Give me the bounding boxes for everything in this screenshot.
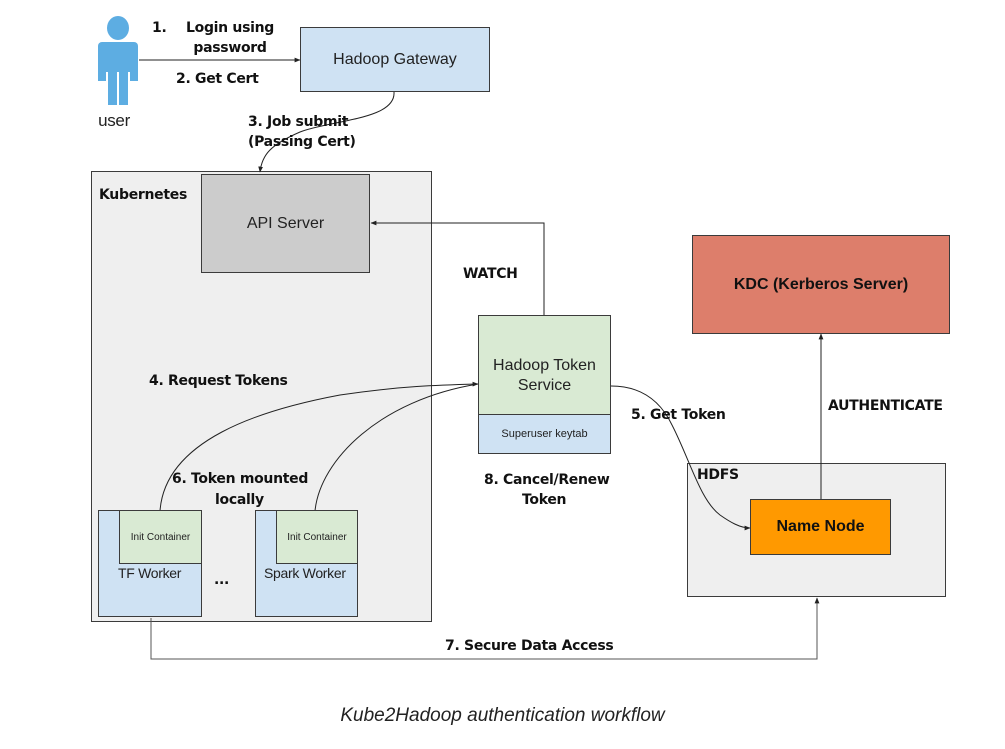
person-icon [95,15,141,107]
edge-secure-data [150,597,820,660]
figure-caption: Kube2Hadoop authentication workflow [340,705,665,726]
namenode-label: Name Node [776,518,865,535]
edge-watch [370,220,545,316]
step8-label-line1: 8. Cancel/Renew [484,472,610,488]
step1-label: Login using password [186,20,274,56]
namenode-node[interactable]: Name Node [750,499,891,555]
hdfs-label: HDFS [697,467,739,483]
step3-label-line2: (Passing Cert) [248,134,356,150]
edge-get-token [610,385,751,531]
step2-label: 2. Get Cert [176,71,259,87]
edge-tf-request [159,381,479,512]
tf-init-container[interactable]: Init Container [119,510,202,564]
superuser-keytab-label: Superuser keytab [501,428,588,440]
api-server-node[interactable]: API Server [201,174,370,273]
watch-label: WATCH [463,266,518,282]
step3-label-line1: 3. Job submit [248,114,349,130]
kdc-label: KDC (Kerberos Server) [733,275,909,293]
spark-worker-label: Spark Worker [264,565,346,581]
edge-gateway-apiserver [258,91,395,173]
authenticate-label: AUTHENTICATE [828,398,943,414]
hadoop-gateway-node[interactable]: Hadoop Gateway [300,27,490,92]
user-label: user [98,111,130,130]
workers-ellipsis: ... [214,572,230,588]
step8-label-line2: Token [522,492,567,508]
hdfs-cluster [687,463,946,597]
hadoop-token-service-node[interactable]: Hadoop Token Service [478,315,611,415]
spark-init-container[interactable]: Init Container [276,510,358,564]
tf-worker-label: TF Worker [118,565,182,581]
step1-number: 1. [152,20,167,36]
step4-label: 4. Request Tokens [149,373,288,389]
edge-spark-request [314,383,479,512]
step6-label-line2: locally [215,492,264,508]
kdc-node[interactable]: KDC (Kerberos Server) [692,235,950,334]
tf-init-container-label: Init Container [130,531,191,543]
hadoop-token-service-label: Hadoop Token Service [493,357,596,394]
kubernetes-label: Kubernetes [99,187,187,203]
spark-init-container-label: Init Container [287,531,347,543]
step5-label: 5. Get Token [631,407,726,423]
hadoop-gateway-label: Hadoop Gateway [333,50,457,68]
superuser-keytab: Superuser keytab [478,414,611,454]
api-server-label: API Server [246,214,325,232]
step7-label: 7. Secure Data Access [445,638,614,654]
step6-label-line1: 6. Token mounted [172,471,309,487]
